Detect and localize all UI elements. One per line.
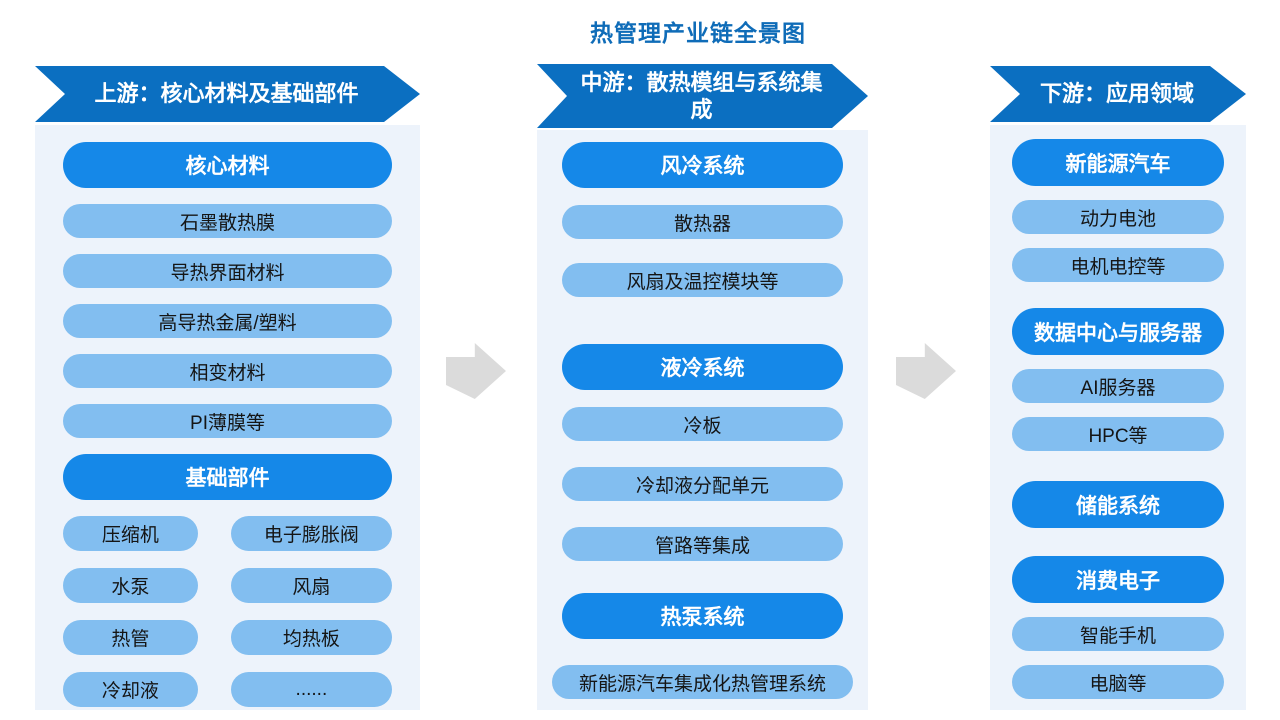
item-pill: 风扇及温控模块等 <box>562 263 843 297</box>
downstream-header-label: 下游：应用领域 <box>1039 81 1194 107</box>
item-pill: 热管 <box>63 620 198 655</box>
column-midstream: 中游：散热模组与系统集成 风冷系统 散热器 风扇及温控模块等 液冷系统 冷板 冷… <box>537 64 868 710</box>
item-pill: AI服务器 <box>1012 369 1224 403</box>
midstream-header-label: 中游：散热模组与系统集成 <box>580 69 823 122</box>
group-header-core-materials: 核心材料 <box>63 142 392 188</box>
downstream-header-banner: 下游：应用领域 <box>990 66 1246 122</box>
downstream-panel: 新能源汽车 动力电池 电机电控等 数据中心与服务器 AI服务器 HPC等 储能系… <box>990 125 1246 710</box>
flow-arrow-icon <box>896 343 956 399</box>
item-pill: 导热界面材料 <box>63 254 392 288</box>
item-pill: 智能手机 <box>1012 617 1224 651</box>
item-pill: 管路等集成 <box>562 527 843 561</box>
item-pill: 高导热金属/塑料 <box>63 304 392 338</box>
midstream-panel: 风冷系统 散热器 风扇及温控模块等 液冷系统 冷板 冷却液分配单元 管路等集成 … <box>537 130 868 710</box>
item-pill: 冷板 <box>562 407 843 441</box>
midstream-header-banner: 中游：散热模组与系统集成 <box>537 64 868 128</box>
page-title: 热管理产业链全景图 <box>590 20 806 46</box>
basic-components-grid: 压缩机 电子膨胀阀 水泵 风扇 热管 均热板 冷却液 ...... <box>63 516 392 707</box>
item-pill: 均热板 <box>230 620 392 655</box>
group-header-consumer-electronics: 消费电子 <box>1012 556 1224 603</box>
item-pill: 电机电控等 <box>1012 248 1224 282</box>
item-pill: PI薄膜等 <box>63 404 392 438</box>
item-pill: 冷却液分配单元 <box>562 467 843 501</box>
item-pill: HPC等 <box>1012 417 1224 451</box>
flow-arrow-icon <box>446 343 506 399</box>
item-pill: 石墨散热膜 <box>63 204 392 238</box>
group-header-heat-pump: 热泵系统 <box>562 593 843 639</box>
item-pill: 相变材料 <box>63 354 392 388</box>
item-pill: 压缩机 <box>63 516 198 551</box>
item-pill: 电子膨胀阀 <box>230 516 392 551</box>
group-header-energy-storage: 储能系统 <box>1012 481 1224 528</box>
item-pill: 电脑等 <box>1012 665 1224 699</box>
group-header-nev: 新能源汽车 <box>1012 139 1224 186</box>
upstream-header-banner: 上游：核心材料及基础部件 <box>35 66 420 122</box>
item-pill: 动力电池 <box>1012 200 1224 234</box>
item-pill: ...... <box>230 672 392 707</box>
item-pill: 散热器 <box>562 205 843 239</box>
column-upstream: 上游：核心材料及基础部件 核心材料 石墨散热膜 导热界面材料 高导热金属/塑料 … <box>35 66 420 710</box>
item-pill: 风扇 <box>230 568 392 603</box>
upstream-header-label: 上游：核心材料及基础部件 <box>94 81 359 107</box>
upstream-panel: 核心材料 石墨散热膜 导热界面材料 高导热金属/塑料 相变材料 PI薄膜等 基础… <box>35 125 420 710</box>
group-header-basic-components: 基础部件 <box>63 454 392 500</box>
group-header-air-cooling: 风冷系统 <box>562 142 843 188</box>
column-downstream: 下游：应用领域 新能源汽车 动力电池 电机电控等 数据中心与服务器 AI服务器 … <box>990 66 1246 710</box>
item-pill: 新能源汽车集成化热管理系统 <box>552 665 853 699</box>
group-header-liquid-cooling: 液冷系统 <box>562 344 843 390</box>
item-pill: 冷却液 <box>63 672 198 707</box>
item-pill: 水泵 <box>63 568 198 603</box>
group-header-datacenter: 数据中心与服务器 <box>1012 308 1224 355</box>
